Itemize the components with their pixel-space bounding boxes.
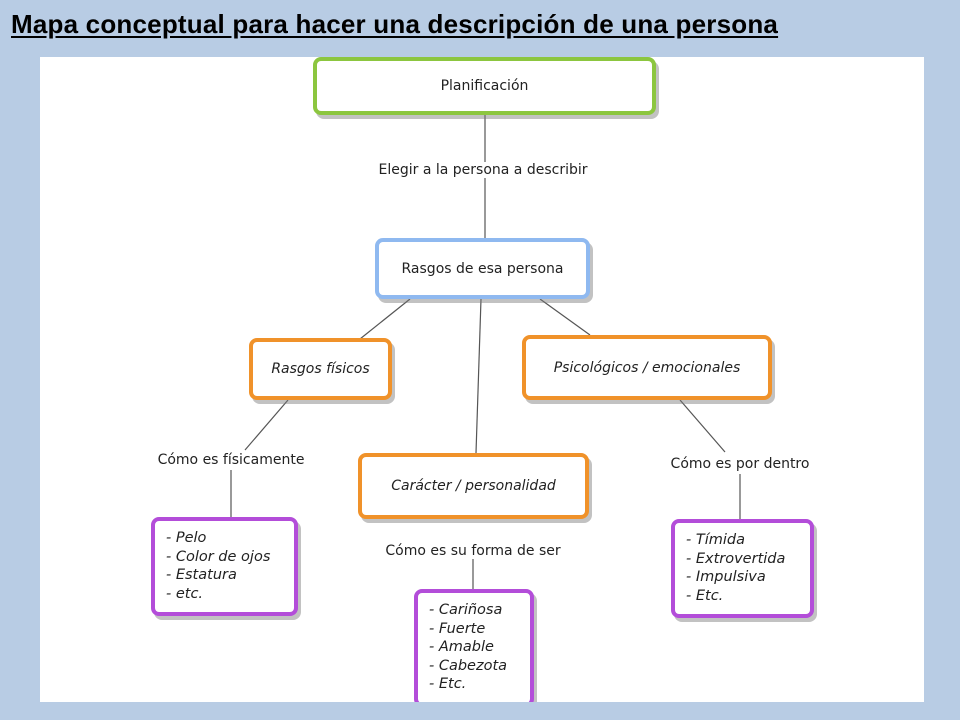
label-forma-ser: Cómo es su forma de ser: [383, 543, 563, 559]
node-planificacion: Planificación: [313, 57, 656, 115]
list-fisicos: - Pelo - Color de ojos - Estatura - etc.: [151, 517, 298, 616]
list-item: - Cariñosa: [429, 602, 503, 618]
list-item: - Etc.: [429, 676, 467, 693]
node-rasgos-label: Rasgos de esa persona: [401, 260, 564, 277]
node-planificacion-label: Planificación: [440, 78, 529, 94]
link-psicologicos-lista: [679, 399, 726, 453]
node-caracter-label: Carácter / personalidad: [391, 478, 556, 494]
node-rasgos-fisicos: Rasgos físicos: [249, 338, 392, 400]
label-dentro: Cómo es por dentro: [668, 456, 812, 472]
list-item: - Extrovertida: [686, 550, 786, 567]
node-fisicos-label: Rasgos físicos: [271, 361, 370, 377]
list-item: - etc.: [166, 585, 204, 602]
list-item: - Tímida: [686, 532, 745, 548]
node-rasgos: Rasgos de esa persona: [375, 238, 590, 299]
list-item: - Amable: [429, 639, 494, 656]
link-rasgos-fisicos: [359, 298, 411, 340]
list-item: - Estatura: [166, 567, 237, 584]
list-item: - Pelo: [166, 530, 207, 546]
concept-map: Planificación Elegir a la persona a desc…: [40, 57, 924, 702]
link-rasgos-psicologicos: [539, 298, 591, 336]
list-item: - Etc.: [686, 587, 724, 604]
label-elegir: Elegir a la persona a describir: [376, 162, 590, 178]
link-fisicos-lista: [244, 399, 289, 451]
node-caracter: Carácter / personalidad: [358, 453, 589, 519]
connector-lines: [230, 115, 741, 589]
list-item: - Cabezota: [429, 657, 508, 674]
label-fisicamente: Cómo es físicamente: [155, 452, 307, 468]
list-item: - Color de ojos: [166, 548, 271, 565]
node-psicologicos: Psicológicos / emocionales: [522, 335, 772, 400]
list-psicologicos: - Tímida - Extrovertida - Impulsiva - Et…: [671, 519, 814, 618]
list-caracter: - Cariñosa - Fuerte - Amable - Cabezota …: [414, 589, 534, 702]
slide-title: Mapa conceptual para hacer una descripci…: [11, 9, 779, 39]
list-item: - Impulsiva: [686, 569, 766, 586]
node-psicologicos-label: Psicológicos / emocionales: [553, 359, 741, 376]
link-rasgos-caracter: [475, 298, 482, 454]
list-item: - Fuerte: [429, 620, 486, 637]
